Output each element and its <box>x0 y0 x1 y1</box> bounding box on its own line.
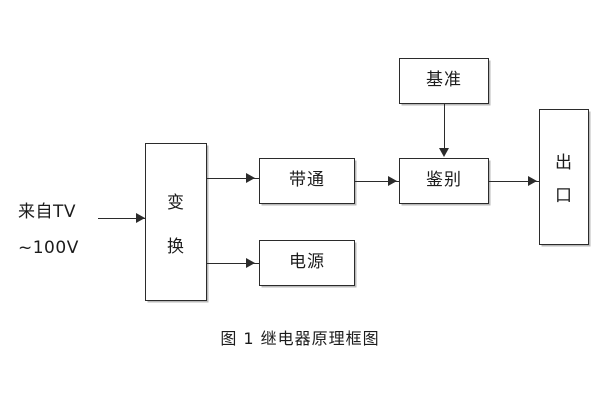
source-label-line2: ~100V <box>18 238 79 258</box>
block-convert[interactable]: 变 换 <box>145 143 207 301</box>
block-power-supply-label: 电源 <box>289 252 325 273</box>
block-reference-label: 基准 <box>426 70 462 91</box>
block-output-char1: 出 <box>555 153 573 173</box>
block-power-supply[interactable]: 电源 <box>259 240 355 286</box>
figure-caption: 图 1 继电器原理框图 <box>220 329 380 348</box>
block-convert-char2: 换 <box>167 236 185 257</box>
block-discriminate[interactable]: 鉴别 <box>399 158 489 204</box>
source-label-line1: 来自TV <box>18 202 77 222</box>
arrowhead-discriminate-to-output <box>528 176 537 186</box>
connector-input-to-convert <box>98 218 148 219</box>
block-convert-char1: 变 <box>167 192 185 213</box>
arrowhead-reference-to-discriminate <box>439 148 449 157</box>
arrowhead-convert-to-bandpass <box>246 173 255 183</box>
connector-bandpass-to-discriminate <box>355 181 401 182</box>
arrowhead-convert-to-power <box>246 258 255 268</box>
arrowhead-bandpass-to-discriminate <box>388 176 397 186</box>
block-bandpass[interactable]: 带通 <box>259 158 355 204</box>
block-reference[interactable]: 基准 <box>399 58 489 104</box>
connector-convert-to-power <box>207 263 261 264</box>
block-output-char2: 口 <box>555 186 573 206</box>
connector-convert-to-bandpass <box>207 178 261 179</box>
arrowhead-input-to-convert <box>136 213 145 223</box>
connector-reference-to-discriminate <box>444 104 445 150</box>
block-bandpass-label: 带通 <box>289 170 325 191</box>
block-discriminate-label: 鉴别 <box>426 170 462 191</box>
block-output[interactable]: 出 口 <box>539 109 589 245</box>
connector-discriminate-to-output <box>489 181 541 182</box>
